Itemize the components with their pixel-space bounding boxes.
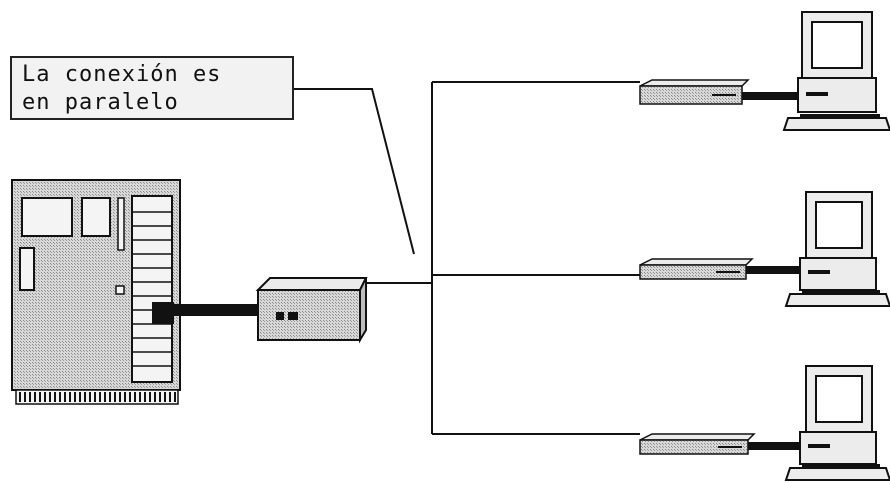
branch-1 [640, 12, 890, 130]
modem [640, 259, 752, 279]
workstation [786, 192, 890, 306]
branch-3 [640, 366, 890, 480]
callout-box: La conexión es en paralelo [10, 56, 294, 120]
callout-line-1: La conexión es [22, 61, 292, 89]
server-hub-cable [174, 304, 260, 316]
workstation [784, 12, 890, 130]
central-hub [258, 278, 366, 340]
modem [640, 80, 748, 104]
server-tower [12, 180, 180, 404]
server-drive-bays [132, 196, 172, 382]
modem [640, 434, 754, 454]
branch-2 [640, 192, 890, 306]
callout-leader-line [294, 89, 414, 254]
workstation [786, 366, 890, 480]
callout-line-2: en paralelo [22, 89, 292, 117]
